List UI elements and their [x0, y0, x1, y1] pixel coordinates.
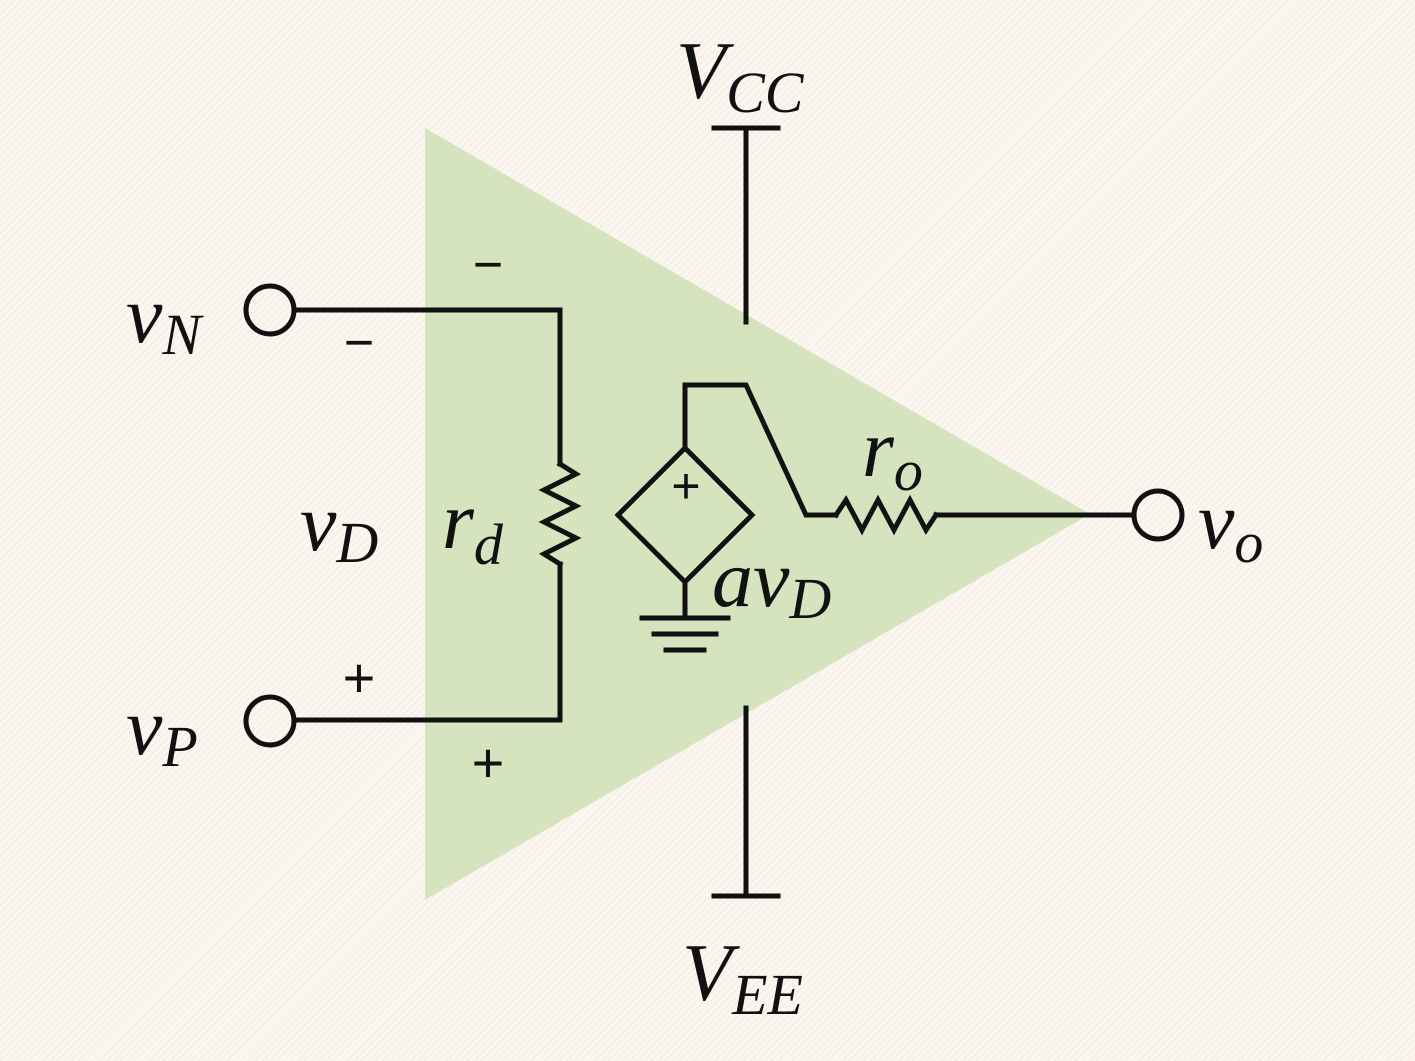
vn-terminal — [243, 283, 297, 337]
vp-plus-sign-outer: + — [343, 646, 376, 709]
op-amp-triangle — [425, 128, 1090, 900]
dependent-source-label: avD — [712, 533, 831, 631]
vee-label: VEE — [682, 927, 803, 1027]
vn-minus-sign-outer: − — [344, 314, 374, 372]
source-plus-sign: + — [671, 458, 700, 514]
vn-wire — [293, 307, 563, 467]
vcc-label: VCC — [676, 25, 805, 125]
vn-minus-sign-inner: − — [473, 236, 503, 294]
wiring — [243, 125, 1185, 899]
ro-resistor — [832, 494, 940, 536]
rd-label: rd — [442, 475, 504, 577]
rd-resistor — [538, 460, 582, 568]
vp-wire — [293, 561, 563, 723]
vp-terminal — [243, 694, 297, 748]
ro-label: ro — [862, 403, 923, 503]
vo-terminal — [1131, 488, 1185, 542]
vn-label: vN — [126, 269, 204, 367]
vp-label: vP — [126, 681, 198, 779]
vd-label: vD — [300, 477, 378, 575]
source-to-ro-wire — [682, 382, 839, 518]
vp-plus-sign-inner: + — [472, 731, 505, 794]
vo-label: vo — [1198, 475, 1263, 575]
